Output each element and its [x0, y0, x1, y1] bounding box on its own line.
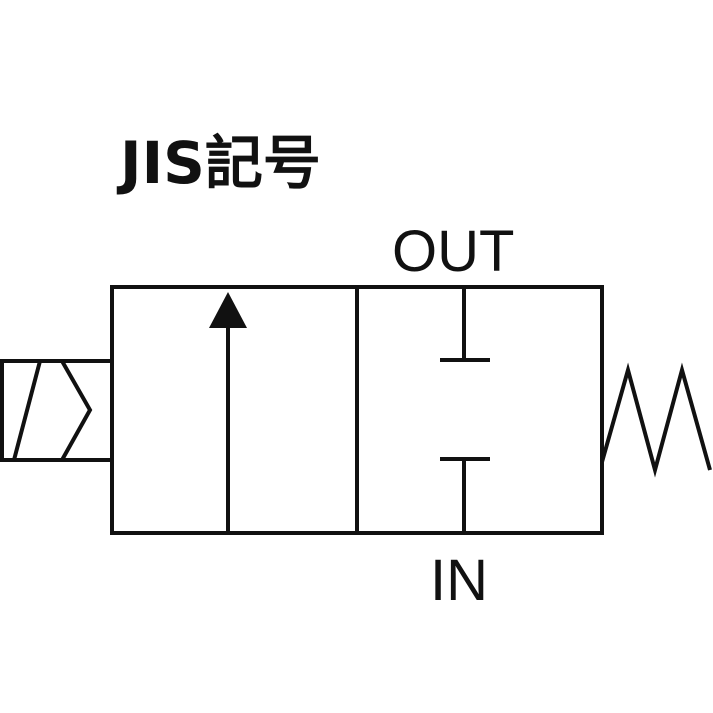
valve-body	[110, 285, 604, 535]
diagram-title: JIS記号	[116, 129, 321, 197]
out-port-label: OUT	[392, 219, 514, 284]
in-port-label: IN	[430, 548, 488, 613]
blocked-port-icon	[440, 287, 490, 533]
flow-arrow-icon	[209, 292, 247, 533]
spring-icon	[600, 362, 712, 478]
solenoid-icon	[0, 359, 114, 462]
